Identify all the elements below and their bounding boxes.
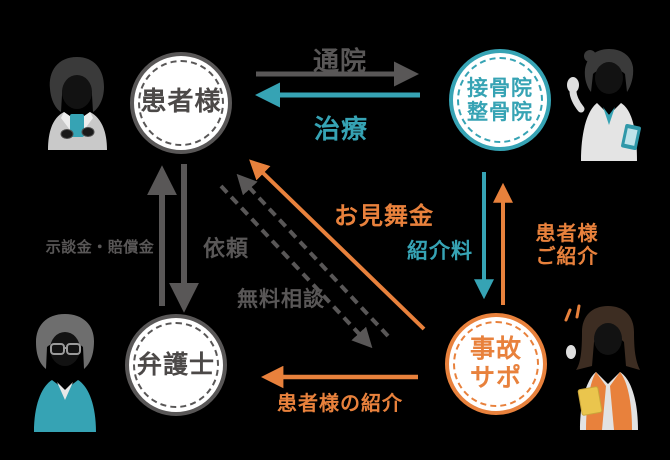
node-jikosapo: 事故 サポ bbox=[445, 313, 547, 415]
clinic-staff-shirt bbox=[603, 107, 615, 125]
node-clinic-label-line2: 整骨院 bbox=[467, 100, 533, 124]
clipboard-icon bbox=[621, 123, 641, 151]
edge-label-tsuin: 通院 bbox=[312, 47, 368, 77]
node-patient-label: 患者様 bbox=[140, 87, 222, 118]
support-staff-face bbox=[594, 323, 622, 355]
support-staff-raised-hand bbox=[566, 345, 576, 359]
patient-face bbox=[62, 75, 92, 109]
lawyer-illustration bbox=[34, 314, 96, 432]
patient-hair bbox=[49, 57, 104, 112]
smartphone-icon bbox=[70, 114, 84, 137]
edge-label-chiryo: 治療 bbox=[313, 115, 369, 145]
node-clinic: 接骨院 整骨院 bbox=[449, 49, 551, 151]
arrow-jikosapo-to-patient-omimaikin bbox=[249, 159, 426, 331]
edge-label-omimaikin: お見舞金 bbox=[334, 202, 434, 230]
lawyer-shirt bbox=[57, 382, 73, 400]
folder-icon bbox=[577, 386, 603, 416]
clinic-staff-face bbox=[595, 62, 623, 94]
arrow-patient-to-jikosapo-dashed bbox=[219, 184, 373, 349]
edge-label-kanja-goshokai-line2: ご紹介 bbox=[535, 244, 599, 268]
patient-illustration bbox=[48, 57, 107, 150]
arrow-jikosapo-to-patient-dashed bbox=[236, 173, 390, 338]
node-jikosapo-label-line2: サポ bbox=[469, 363, 522, 392]
edge-label-kanja-goshokai-line1: 患者様 bbox=[535, 221, 599, 245]
node-jikosapo-label-line1: 事故 bbox=[469, 334, 522, 364]
edge-label-kanja-no-shokai: 患者様の紹介 bbox=[277, 391, 403, 415]
node-clinic-label-line1: 接骨院 bbox=[467, 75, 533, 100]
edge-label-shokairyo: 紹介料 bbox=[407, 239, 473, 263]
edge-label-irai: 依頼 bbox=[202, 237, 250, 262]
node-lawyer-label: 弁護士 bbox=[136, 349, 215, 379]
clinic-staff-illustration bbox=[567, 49, 641, 161]
clinic-staff-arm bbox=[569, 87, 585, 113]
glasses-icon bbox=[50, 343, 81, 355]
node-lawyer: 弁護士 bbox=[125, 314, 227, 416]
node-patient: 患者様 bbox=[130, 52, 232, 154]
patient-hand-right bbox=[81, 127, 95, 137]
support-staff-illustration bbox=[564, 304, 640, 430]
clinic-staff-waving-hand bbox=[567, 77, 579, 93]
support-staff-hair bbox=[576, 306, 640, 370]
support-staff-vest-right bbox=[610, 372, 632, 430]
patient-hand-left bbox=[60, 129, 74, 139]
edge-label-kanja-goshokai: 患者様 ご紹介 bbox=[536, 222, 599, 268]
clinic-staff-hair bbox=[584, 49, 634, 92]
lawyer-jacket bbox=[34, 380, 96, 432]
edge-label-muryo-sodan: 無料相談 bbox=[237, 287, 325, 311]
emphasis-marks-icon bbox=[564, 304, 581, 322]
edge-label-jidankin: 示談金・賠償金 bbox=[45, 238, 155, 256]
